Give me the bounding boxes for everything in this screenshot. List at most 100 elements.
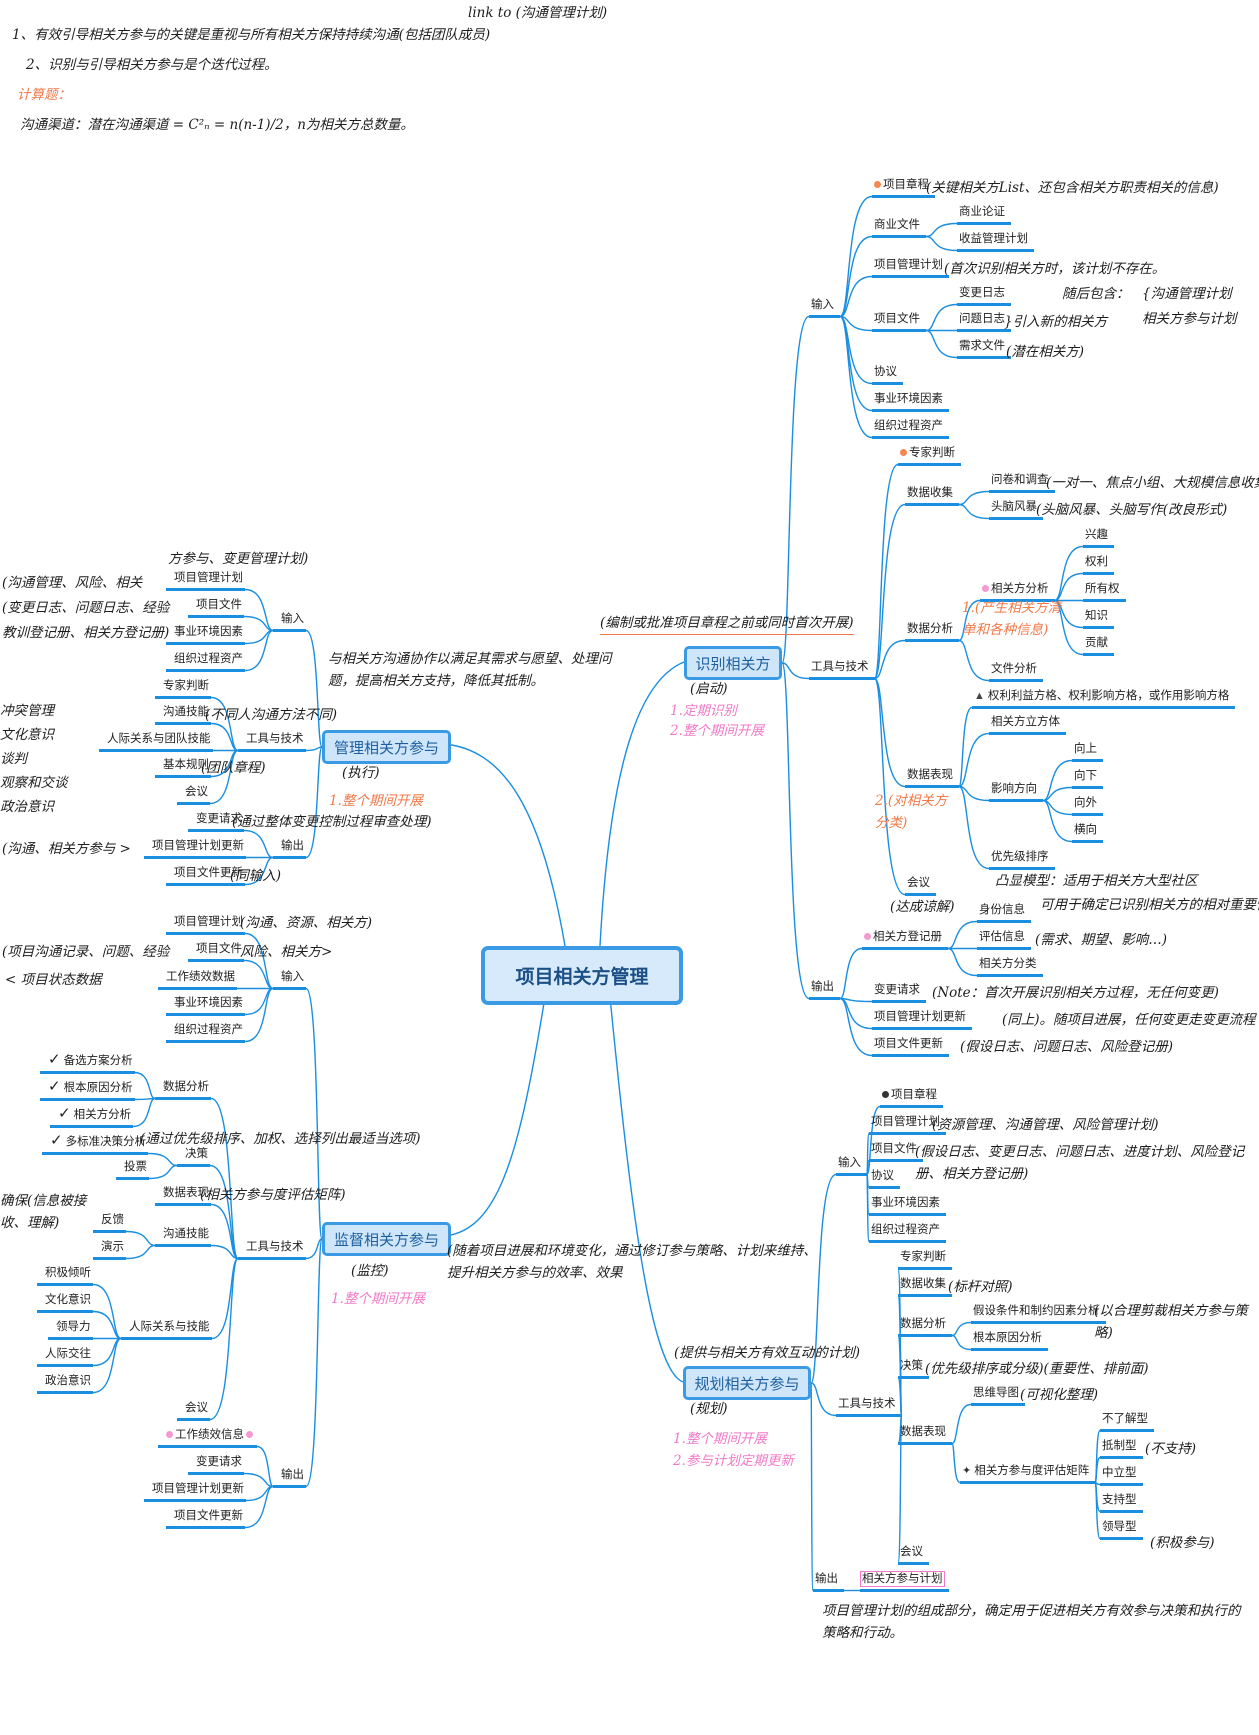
node-identify-tools-1-0[interactable]: 问卷和调查 — [989, 473, 1055, 493]
node-identify-tools-3-2[interactable]: 影响方向 — [989, 782, 1043, 802]
node-monitor-tools-0-2[interactable]: ✓相关方分析 — [50, 1106, 134, 1128]
node-identify-input-5[interactable]: 事业环境因素 — [872, 392, 949, 412]
node-monitor-tools-3-1[interactable]: 演示 — [93, 1240, 126, 1260]
branch-manage-engagement[interactable]: 管理相关方参与 — [322, 730, 451, 764]
node-monitor-output-0[interactable]: 工作绩效信息 — [158, 1428, 257, 1448]
node-monitor-output-2[interactable]: 项目管理计划更新 — [144, 1482, 246, 1502]
node-plan-input-2[interactable]: 项目文件 — [869, 1142, 923, 1162]
node-monitor-input-1[interactable]: 项目文件 — [188, 942, 244, 962]
node-identify-tools-2-0-4[interactable]: 贡献 — [1083, 636, 1114, 656]
node-manage-tools-0[interactable]: 专家判断 — [155, 679, 211, 699]
node-manage-output-0[interactable]: 变更请求 — [188, 812, 244, 832]
node-manage-input-0[interactable]: 项目管理计划 — [166, 571, 245, 591]
node-plan-output[interactable]: 输出 — [813, 1572, 844, 1592]
node-identify-tools-3-2-0[interactable]: 向上 — [1072, 742, 1103, 762]
node-identify-output-0-0[interactable]: 身份信息 — [977, 903, 1031, 923]
node-plan-tools-2-1[interactable]: 根本原因分析 — [971, 1331, 1048, 1351]
node-manage-tools-3[interactable]: 基本规则 — [155, 758, 211, 778]
node-identify-output-3[interactable]: 项目文件更新 — [872, 1037, 949, 1057]
node-monitor-tools-1[interactable]: 决策 — [177, 1147, 210, 1167]
node-monitor-input-2[interactable]: 工作绩效数据 — [158, 970, 237, 990]
node-plan-tools[interactable]: 工具与技术 — [836, 1397, 902, 1417]
node-monitor-tools-2[interactable]: 数据表现 — [155, 1186, 211, 1206]
node-manage-input[interactable]: 输入 — [273, 612, 306, 632]
node-plan-tools-5[interactable]: 会议 — [898, 1545, 929, 1565]
central-topic[interactable]: 项目相关方管理 — [481, 946, 683, 1005]
node-manage-tools[interactable]: 工具与技术 — [238, 732, 306, 752]
node-identify-tools-1[interactable]: 数据收集 — [905, 486, 959, 506]
node-identify-input-3-2[interactable]: 需求文件 — [957, 339, 1011, 359]
node-plan-output-0[interactable]: 相关方参与计划 — [860, 1571, 949, 1592]
node-monitor-input[interactable]: 输入 — [273, 970, 306, 990]
node-manage-output[interactable]: 输出 — [273, 839, 306, 859]
node-monitor-output-3[interactable]: 项目文件更新 — [166, 1509, 245, 1529]
node-identify-tools-2[interactable]: 数据分析 — [905, 622, 959, 642]
node-plan-input-3[interactable]: 协议 — [869, 1169, 900, 1189]
node-manage-output-1[interactable]: 项目管理计划更新 — [144, 839, 246, 859]
node-identify-tools-1-1[interactable]: 头脑风暴 — [989, 500, 1043, 520]
node-identify-output-0[interactable]: 相关方登记册 — [862, 930, 948, 950]
node-identify-tools-3[interactable]: 数据表现 — [905, 768, 959, 788]
node-plan-input[interactable]: 输入 — [836, 1156, 867, 1176]
node-monitor-output-1[interactable]: 变更请求 — [188, 1455, 244, 1475]
node-plan-tools-4-1-0[interactable]: 不了解型 — [1100, 1412, 1154, 1432]
node-manage-output-2[interactable]: 项目文件更新 — [166, 866, 245, 886]
node-manage-input-3[interactable]: 组织过程资产 — [166, 652, 245, 672]
node-manage-input-2[interactable]: 事业环境因素 — [166, 625, 245, 645]
node-monitor-tools-0-1[interactable]: ✓根本原因分析 — [40, 1079, 135, 1101]
node-monitor-tools-1-1[interactable]: 投票 — [116, 1160, 149, 1180]
branch-plan-engagement[interactable]: 规划相关方参与 — [683, 1366, 811, 1400]
node-manage-tools-2[interactable]: 人际关系与团队技能 — [99, 732, 213, 752]
node-monitor-tools-4[interactable]: 人际关系与技能 — [121, 1320, 212, 1340]
node-monitor-tools-3-0[interactable]: 反馈 — [93, 1213, 126, 1233]
node-monitor-input-3[interactable]: 事业环境因素 — [166, 996, 245, 1016]
node-monitor-tools-1-0[interactable]: ✓多标准决策分析 — [42, 1133, 149, 1155]
node-identify-tools-3-0[interactable]: ▲权利利益方格、权利影响方格，或作用影响方格 — [972, 689, 1236, 709]
node-monitor-tools-5[interactable]: 会议 — [177, 1401, 210, 1421]
branch-identify-stakeholders[interactable]: 识别相关方 — [684, 646, 782, 680]
node-manage-tools-4[interactable]: 会议 — [177, 785, 210, 805]
node-monitor-tools-0-0[interactable]: ✓备选方案分析 — [40, 1052, 135, 1074]
node-monitor-tools-4-0[interactable]: 积极倾听 — [37, 1266, 93, 1286]
node-identify-input-3-0[interactable]: 变更日志 — [957, 286, 1011, 306]
node-identify-output-0-1[interactable]: 评估信息 — [977, 930, 1031, 950]
node-plan-input-4[interactable]: 事业环境因素 — [869, 1196, 946, 1216]
node-identify-output[interactable]: 输出 — [809, 980, 840, 1000]
node-monitor-tools[interactable]: 工具与技术 — [238, 1240, 306, 1260]
node-monitor-tools-4-3[interactable]: 人际交往 — [37, 1347, 93, 1367]
node-plan-tools-2[interactable]: 数据分析 — [898, 1317, 952, 1337]
node-identify-input-1-1[interactable]: 收益管理计划 — [957, 232, 1034, 252]
node-plan-input-1[interactable]: 项目管理计划 — [869, 1115, 946, 1135]
node-identify-input-3-1[interactable]: 问题日志 — [957, 312, 1011, 332]
node-identify-tools-4[interactable]: 会议 — [905, 876, 936, 896]
node-identify-output-1[interactable]: 变更请求 — [872, 983, 926, 1003]
node-identify-tools-2-0-3[interactable]: 知识 — [1083, 609, 1114, 629]
node-manage-tools-1[interactable]: 沟通技能 — [155, 705, 211, 725]
node-plan-input-0[interactable]: 项目章程 — [880, 1088, 943, 1108]
node-identify-input-1[interactable]: 商业文件 — [872, 218, 926, 238]
node-monitor-tools-0[interactable]: 数据分析 — [155, 1080, 211, 1100]
node-identify-tools-3-3[interactable]: 优先级排序 — [989, 850, 1055, 870]
node-identify-tools-3-2-3[interactable]: 横向 — [1072, 823, 1103, 843]
node-plan-tools-2-0[interactable]: 假设条件和制约因素分析 — [971, 1304, 1106, 1324]
node-monitor-tools-4-2[interactable]: 领导力 — [48, 1320, 93, 1340]
node-identify-tools-2-0-0[interactable]: 兴趣 — [1083, 528, 1114, 548]
node-monitor-tools-3[interactable]: 沟通技能 — [155, 1227, 211, 1247]
node-plan-tools-4-0[interactable]: 思维导图 — [971, 1386, 1025, 1406]
node-monitor-input-4[interactable]: 组织过程资产 — [166, 1023, 245, 1043]
node-manage-input-1[interactable]: 项目文件 — [188, 598, 244, 618]
node-identify-input[interactable]: 输入 — [809, 298, 840, 318]
node-plan-tools-4-1-3[interactable]: 支持型 — [1100, 1493, 1143, 1513]
node-plan-tools-4-1-2[interactable]: 中立型 — [1100, 1466, 1143, 1486]
node-plan-tools-3[interactable]: 决策 — [898, 1359, 929, 1379]
node-identify-tools-2-0[interactable]: 相关方分析 — [980, 582, 1055, 602]
node-identify-output-0-2[interactable]: 相关方分类 — [977, 957, 1043, 977]
node-plan-tools-4-1-4[interactable]: 领导型 — [1100, 1520, 1143, 1540]
node-identify-input-1-0[interactable]: 商业论证 — [957, 205, 1011, 225]
node-identify-input-0[interactable]: 项目章程 — [872, 178, 935, 198]
node-identify-tools-2-0-1[interactable]: 权利 — [1083, 555, 1114, 575]
node-identify-tools-2-1[interactable]: 文件分析 — [989, 662, 1043, 682]
node-identify-tools-3-2-2[interactable]: 向外 — [1072, 796, 1103, 816]
node-monitor-output[interactable]: 输出 — [273, 1468, 306, 1488]
node-identify-tools-0[interactable]: 专家判断 — [898, 446, 961, 466]
